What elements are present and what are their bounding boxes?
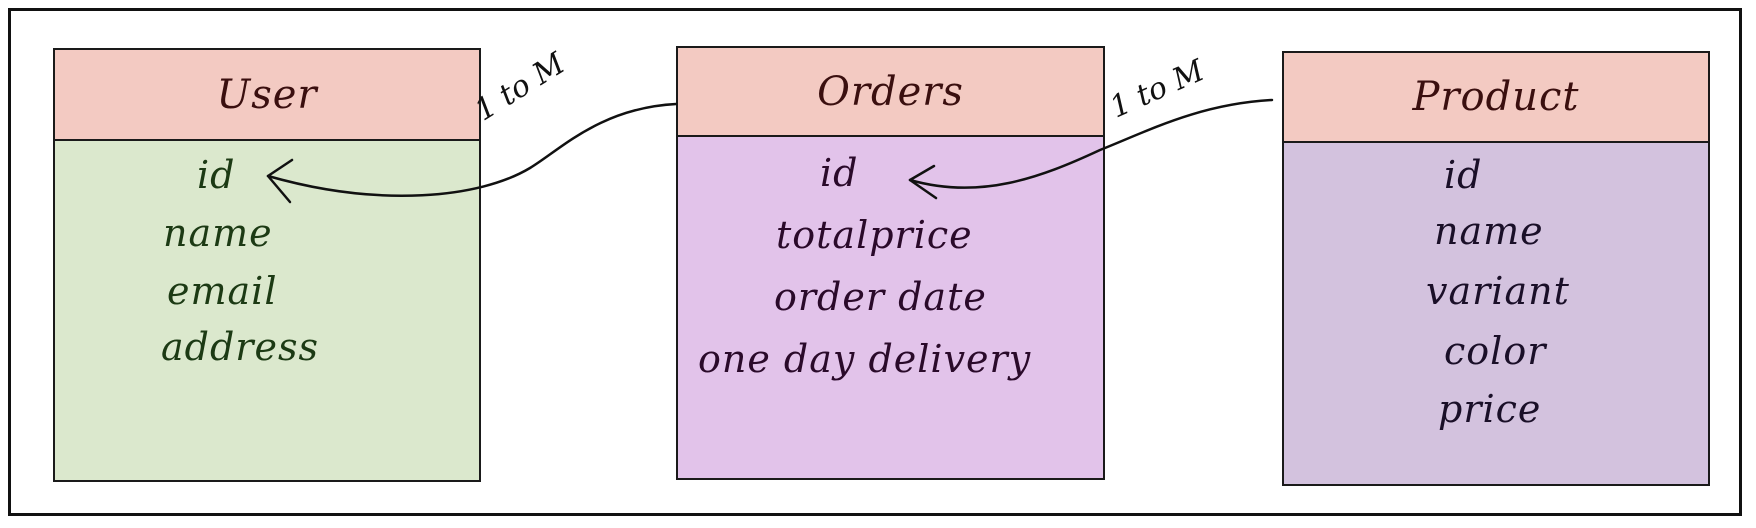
product-field-id: id bbox=[1444, 153, 1483, 197]
orders-field-id: id bbox=[820, 151, 859, 195]
user-field-email: email bbox=[167, 269, 278, 313]
user-field-id: id bbox=[197, 153, 236, 197]
entity-product-body: id name variant color price bbox=[1284, 143, 1708, 484]
entity-product-header: Product bbox=[1284, 53, 1708, 143]
entity-user: User id name email address bbox=[53, 48, 481, 482]
entity-orders-body: id totalprice order date one day deliver… bbox=[678, 137, 1103, 478]
orders-field-order-date: order date bbox=[774, 275, 987, 319]
user-field-address: address bbox=[161, 325, 319, 369]
entity-user-title: User bbox=[216, 71, 318, 118]
entity-user-header: User bbox=[55, 50, 479, 141]
product-field-name: name bbox=[1434, 209, 1544, 253]
entity-orders-header: Orders bbox=[678, 48, 1103, 137]
entity-orders: Orders id totalprice order date one day … bbox=[676, 46, 1105, 480]
diagram-frame bbox=[8, 8, 1742, 516]
entity-orders-title: Orders bbox=[817, 68, 964, 115]
entity-product-title: Product bbox=[1412, 74, 1580, 120]
orders-field-one-day-delivery: one day delivery bbox=[698, 337, 1032, 381]
entity-product: Product id name variant color price bbox=[1282, 51, 1710, 486]
user-field-name: name bbox=[163, 211, 273, 255]
product-field-variant: variant bbox=[1426, 269, 1570, 313]
entity-user-body: id name email address bbox=[55, 141, 479, 480]
product-field-color: color bbox=[1444, 329, 1547, 373]
product-field-price: price bbox=[1438, 387, 1542, 431]
orders-field-totalprice: totalprice bbox=[776, 213, 973, 257]
